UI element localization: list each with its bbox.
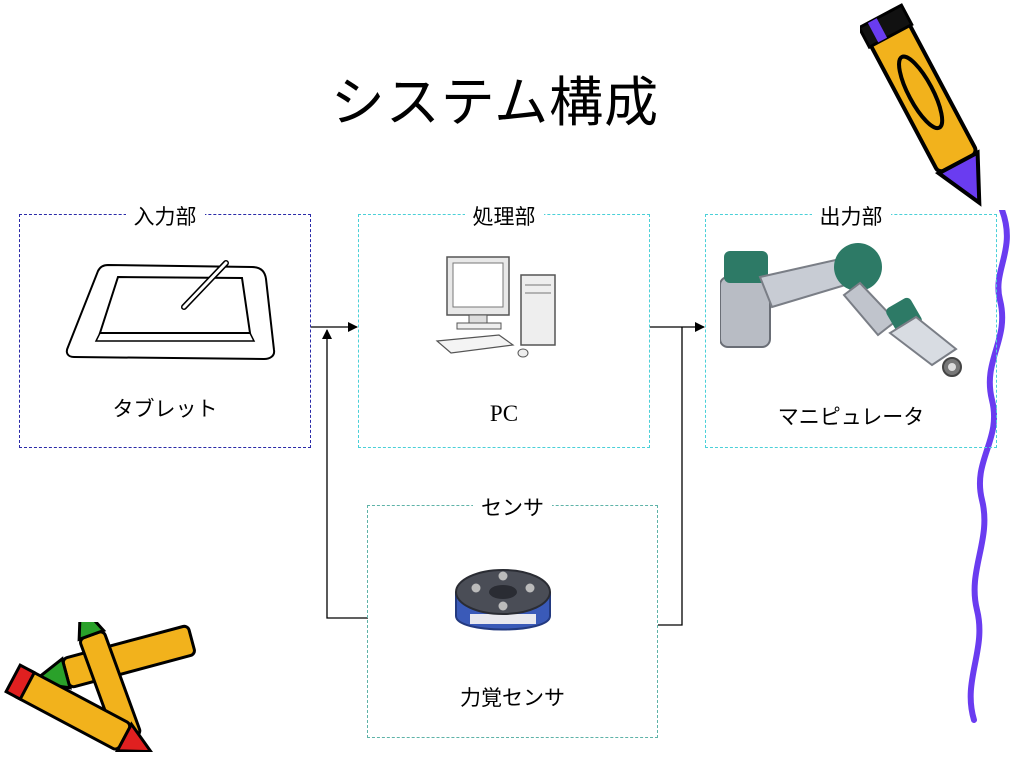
sensor-block-label: センサ xyxy=(473,496,552,520)
squiggle-line-icon xyxy=(967,210,1010,723)
output-block: 出力部 マニピュレータ xyxy=(705,205,997,448)
processing-device-caption: PC xyxy=(489,401,519,426)
processing-block: 処理部 PC xyxy=(358,205,650,448)
manipulator-arm-icon xyxy=(720,243,962,377)
slide-title: システム構成 xyxy=(330,71,660,134)
processing-block-label: 処理部 xyxy=(464,205,544,229)
line-sensor-to-output xyxy=(658,327,683,626)
sensor-block: センサ 力覚センサ xyxy=(367,496,658,738)
input-block: 入力部 タブレット xyxy=(19,205,311,448)
output-device-caption: マニピュレータ xyxy=(777,405,925,429)
arrow-sensor-to-input xyxy=(322,329,368,619)
force-sensor-icon xyxy=(455,569,551,631)
input-device-caption: タブレット xyxy=(112,397,218,421)
pc-icon xyxy=(435,256,556,358)
tablet-icon xyxy=(65,260,276,361)
pencil-clipart-icon xyxy=(860,3,982,207)
pencils-clipart-icon xyxy=(4,622,196,752)
output-block-label: 出力部 xyxy=(811,205,891,229)
input-block-label: 入力部 xyxy=(125,205,205,229)
sensor-device-caption: 力覚センサ xyxy=(460,686,565,710)
